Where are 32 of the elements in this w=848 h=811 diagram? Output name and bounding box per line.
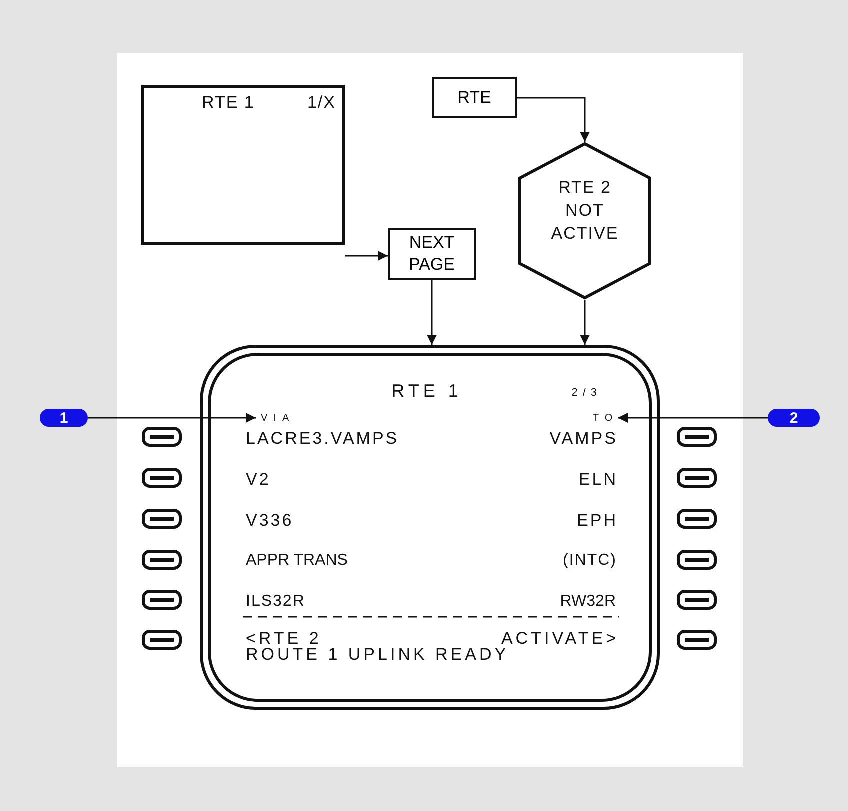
display-text: V336: [246, 511, 294, 531]
callout-number: 1: [40, 409, 88, 427]
hexagon-label: RTE 2 NOT ACTIVE: [550, 177, 620, 245]
display-text: VAMPS: [550, 429, 618, 449]
display-text: V2: [246, 470, 271, 490]
arrow: [345, 251, 388, 261]
display-text: EPH: [577, 511, 618, 531]
display-text: 2/3: [572, 387, 602, 399]
leader-line: [618, 413, 768, 423]
field-label: VIA: [261, 413, 296, 424]
display-text: ACTIVATE>: [501, 629, 619, 648]
display-text: APPR TRANS: [246, 552, 348, 570]
page-title: RTE 1: [202, 93, 255, 113]
display-text: ROUTE 1 UPLINK READY: [246, 645, 510, 665]
display-text: (INTC): [563, 552, 617, 570]
key-box: NEXT PAGE: [388, 228, 476, 280]
display-text: LACRE3.VAMPS: [246, 429, 400, 449]
display-text: ILS32R: [246, 593, 306, 611]
display-screen: [200, 345, 660, 710]
display-text: ELN: [578, 470, 618, 490]
arrow: [580, 300, 590, 345]
key-box: RTE: [432, 77, 517, 118]
page-number: 1/X: [307, 93, 336, 113]
display-text: RTE 1: [392, 381, 462, 402]
arrow: [427, 280, 437, 345]
leader-line: [88, 413, 256, 423]
callout-number: 2: [768, 409, 820, 427]
page-box: [141, 85, 345, 245]
arrow: [517, 97, 590, 142]
field-label: TO: [593, 413, 619, 424]
display-text: <RTE 2: [246, 629, 322, 648]
display-text: RW32R: [560, 593, 616, 611]
